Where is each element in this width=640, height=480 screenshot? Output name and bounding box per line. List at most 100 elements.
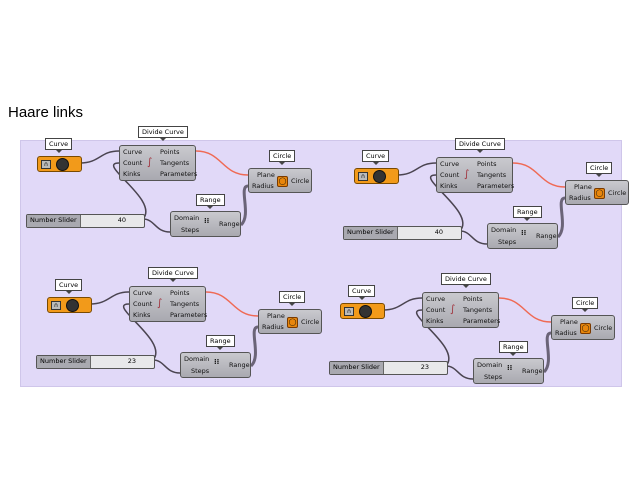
curve-param[interactable]: ∩ xyxy=(47,297,92,313)
circle-input-radius[interactable]: Radius xyxy=(569,194,591,202)
curve-disc-icon xyxy=(66,299,79,312)
range-input-domain[interactable]: Domain xyxy=(491,226,517,234)
curve-label: Curve xyxy=(362,150,390,165)
divide-input-count[interactable]: Count xyxy=(123,159,143,167)
range-input-steps[interactable]: Steps xyxy=(484,373,503,381)
circle-input-plane[interactable]: Plane xyxy=(257,171,275,179)
divide-input-curve[interactable]: Curve xyxy=(123,148,143,156)
divide-output-points[interactable]: Points xyxy=(477,160,497,168)
circle-input-plane[interactable]: Plane xyxy=(574,183,592,191)
divide-curve-icon: ∫ xyxy=(464,169,470,180)
divide-curve-icon: ∫ xyxy=(450,304,456,315)
circle-output[interactable]: Circle xyxy=(301,318,320,326)
curve-disc-icon xyxy=(373,170,386,183)
slider-value[interactable]: 40 xyxy=(117,216,126,224)
circle-output[interactable]: Circle xyxy=(594,324,613,332)
wire xyxy=(429,174,464,232)
circle-icon: ◯ xyxy=(594,188,605,199)
circle-label: Circle xyxy=(586,162,613,177)
divide-input-kinks[interactable]: Kinks xyxy=(133,311,151,319)
wire xyxy=(542,331,552,374)
curve-icon: ∩ xyxy=(41,160,51,169)
curve-param[interactable]: ∩ xyxy=(340,303,385,319)
divide-curve-label: Divide Curve xyxy=(138,126,188,141)
range-input-domain[interactable]: Domain xyxy=(184,355,210,363)
circle-output[interactable]: Circle xyxy=(291,177,310,185)
range-output[interactable]: Range xyxy=(536,232,557,240)
divide-output-parameters[interactable]: Parameters xyxy=(160,170,198,178)
wire xyxy=(205,291,259,317)
wire xyxy=(195,150,249,176)
divide-output-points[interactable]: Points xyxy=(160,148,180,156)
divide-input-count[interactable]: Count xyxy=(426,306,446,314)
divide-output-parameters[interactable]: Parameters xyxy=(170,311,208,319)
divide-output-tangents[interactable]: Tangents xyxy=(170,300,200,308)
wire xyxy=(382,297,423,311)
divide-output-tangents[interactable]: Tangents xyxy=(160,159,190,167)
divide-output-parameters[interactable]: Parameters xyxy=(477,182,515,190)
circle-input-plane[interactable]: Plane xyxy=(267,312,285,320)
wire xyxy=(239,184,249,227)
curve-param[interactable]: ∩ xyxy=(354,168,399,184)
divide-input-count[interactable]: Count xyxy=(133,300,153,308)
wire xyxy=(445,365,474,380)
divide-curve-icon: ∫ xyxy=(147,157,153,168)
wire xyxy=(512,162,566,188)
circle-input-radius[interactable]: Radius xyxy=(252,182,274,190)
range-input-steps[interactable]: Steps xyxy=(191,367,210,375)
range-label: Range xyxy=(513,206,542,221)
wire xyxy=(459,230,488,245)
circle-input-plane[interactable]: Plane xyxy=(560,318,578,326)
range-output[interactable]: Range xyxy=(219,220,240,228)
divide-input-kinks[interactable]: Kinks xyxy=(426,317,444,325)
range-output[interactable]: Range xyxy=(522,367,543,375)
circle-output[interactable]: Circle xyxy=(608,189,627,197)
range-input-steps[interactable]: Steps xyxy=(181,226,200,234)
divide-output-parameters[interactable]: Parameters xyxy=(463,317,501,325)
divide-input-curve[interactable]: Curve xyxy=(133,289,153,297)
slider-value[interactable]: 23 xyxy=(420,363,429,371)
divide-input-kinks[interactable]: Kinks xyxy=(123,170,141,178)
curve-param[interactable]: ∩ xyxy=(37,156,82,172)
range-input-domain[interactable]: Domain xyxy=(174,214,200,222)
circle-input-radius[interactable]: Radius xyxy=(262,323,284,331)
range-label: Range xyxy=(196,194,225,209)
circle-input-radius[interactable]: Radius xyxy=(555,329,577,337)
divide-output-points[interactable]: Points xyxy=(463,295,483,303)
divide-input-curve[interactable]: Curve xyxy=(440,160,460,168)
wire xyxy=(249,325,259,368)
divide-output-points[interactable]: Points xyxy=(170,289,190,297)
divide-input-curve[interactable]: Curve xyxy=(426,295,446,303)
curve-disc-icon xyxy=(56,158,69,171)
curve-disc-icon xyxy=(359,305,372,318)
slider-label: Number Slider xyxy=(344,227,398,239)
number-slider[interactable]: Number Slider 40 xyxy=(343,226,462,240)
slider-value[interactable]: 40 xyxy=(434,228,443,236)
wire xyxy=(79,150,120,164)
divide-input-kinks[interactable]: Kinks xyxy=(440,182,458,190)
range-input-domain[interactable]: Domain xyxy=(477,361,503,369)
range-output[interactable]: Range xyxy=(229,361,250,369)
divide-output-tangents[interactable]: Tangents xyxy=(463,306,493,314)
divide-output-tangents[interactable]: Tangents xyxy=(477,171,507,179)
wire xyxy=(89,291,130,305)
slider-value[interactable]: 23 xyxy=(127,357,136,365)
range-input-steps[interactable]: Steps xyxy=(498,238,517,246)
divide-input-count[interactable]: Count xyxy=(440,171,460,179)
